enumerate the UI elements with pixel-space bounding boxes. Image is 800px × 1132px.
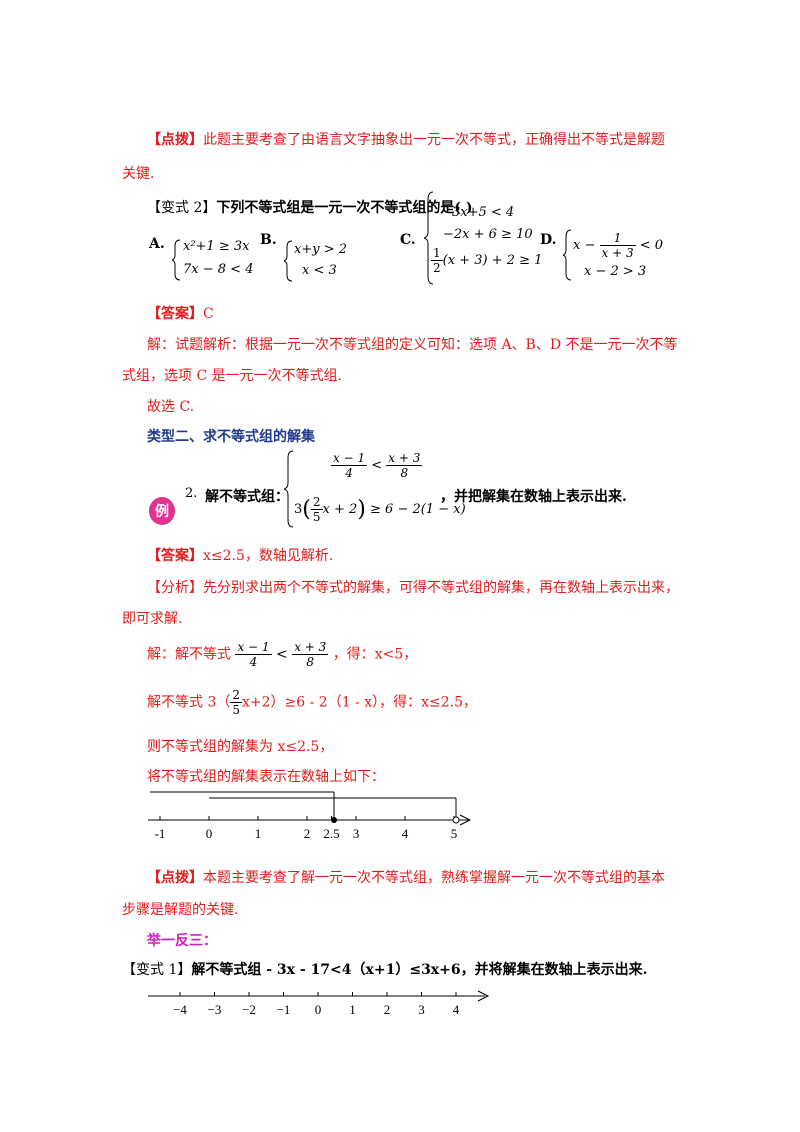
axis-arrow	[459, 814, 472, 826]
example-number: 2.	[185, 486, 198, 501]
answer-2: 【答案】x≤2.5，数轴见解析.	[147, 545, 333, 565]
option-b-line-1: x+y > 2	[294, 242, 347, 257]
practice-heading: 举一反三：	[147, 933, 217, 949]
axis-tick-label: 4	[402, 826, 409, 841]
axis-tick-label: 4	[453, 1002, 460, 1017]
question-variant-2: 【变式 2】下列不等式组是一元一次不等式组的是( )	[147, 197, 472, 217]
question-tag: 【变式 2】	[147, 200, 217, 216]
answer-2-value: x≤2.5，数轴见解析.	[203, 548, 334, 564]
option-b-label: B.	[260, 232, 277, 248]
axis-tick-label: 1	[255, 826, 262, 841]
option-c-line-2: −2x + 6 ≥ 10	[443, 227, 533, 242]
tip-line-1: 此题主要考查了由语言文字抽象出一元一次不等式，正确得出不等式是解题	[203, 132, 665, 148]
axis-tick-label: 3	[353, 826, 360, 841]
tip-paragraph-2: 【点拨】本题主要考查了解一元一次不等式组，熟练掌握解一元一次不等式组的基本	[147, 870, 665, 886]
solution-1-line-1: 解：试题解析：根据一元一次不等式组的定义可知：选项 A、B、D 不是一元一次不等	[147, 337, 678, 353]
analysis-line-1: 【分析】先分别求出两个不等式的解集，可得不等式组的解集，再在数轴上表示出来，	[147, 580, 679, 596]
axis-2-arrow	[477, 990, 490, 1002]
axis-tick-label: 0	[315, 1002, 322, 1017]
axis-tick-label: 2	[384, 1002, 391, 1017]
option-a-system	[172, 239, 181, 281]
number-line-exercise: −4 −3 −2 −1 0 1 2 3 4	[148, 990, 490, 1017]
option-b-line-2: x < 3	[302, 263, 337, 278]
answer-tag: 【答案】	[147, 306, 203, 322]
closed-dot-2-5	[331, 817, 337, 823]
example-tail: ，并把解集在数轴上表示出来.	[440, 489, 627, 505]
answer-value: C	[203, 306, 214, 322]
axis-tick-label: −4	[173, 1002, 187, 1017]
solution-1-line-3: 故选 C.	[147, 399, 195, 415]
option-d-line-2: x − 2 > 3	[584, 264, 647, 279]
axis-tick-label: −1	[277, 1002, 291, 1017]
answer-2-tag: 【答案】	[147, 548, 203, 564]
option-d-label: D.	[540, 232, 557, 248]
axis-tick-label: −3	[208, 1002, 222, 1017]
question-variant-1: 【变式 1】解不等式组 - 3x - 17<4（x+1）≤3x+6，并将解集在数…	[122, 962, 648, 978]
tip-2-line-2: 步骤是解题的关键.	[122, 902, 239, 918]
option-c-line-1: 3x+5 < 4	[452, 205, 515, 220]
open-dot-5	[452, 816, 460, 824]
axis-tick-label: 0	[206, 826, 213, 841]
number-line-solution: -1 0 1 2 2.5 3 4 5	[148, 791, 472, 841]
example-lead: 解不等式组：	[205, 489, 289, 505]
axis-tick-label: −2	[242, 1002, 256, 1017]
tip-tag: 【点拨】	[147, 132, 203, 148]
solution-2-step-4: 将不等式组的解集表示在数轴上如下：	[147, 769, 385, 785]
option-b-brace	[284, 240, 293, 282]
section-title-type-2: 类型二、求不等式组的解集	[147, 429, 315, 445]
question-text: 下列不等式组是一元一次不等式组的是( )	[216, 200, 473, 216]
axis-tick-label: 2	[304, 826, 311, 841]
axis-tick-label: -1	[155, 826, 166, 841]
axis-tick-label: 2.5	[323, 826, 339, 841]
option-a-line-2: 7x − 8 < 4	[183, 262, 254, 277]
solution-1-line-2: 式组，选项 C 是一元一次不等式组.	[122, 368, 343, 384]
axis-tick-label: 5	[451, 826, 458, 841]
answer-1: 【答案】C	[147, 303, 214, 323]
example-badge: 例	[149, 497, 175, 525]
option-c-brace	[424, 191, 434, 285]
option-d-brace	[563, 229, 572, 281]
example-brace	[284, 450, 294, 528]
tip-line-2: 关键.	[122, 166, 155, 182]
solution-2-step-3: 则不等式组的解集为 x≤2.5，	[147, 739, 334, 755]
example-badge-text: 例	[155, 503, 169, 520]
option-a-line-1: x²+1 ≥ 3x	[183, 239, 250, 254]
analysis-line-2: 即可求解.	[122, 611, 183, 627]
tip-paragraph-1: 【点拨】此题主要考查了由语言文字抽象出一元一次不等式，正确得出不等式是解题	[147, 129, 665, 149]
axis-tick-label: 1	[349, 1002, 356, 1017]
option-c-label: C.	[400, 232, 416, 248]
option-a-label: A.	[149, 236, 165, 252]
axis-tick-label: 3	[418, 1002, 425, 1017]
